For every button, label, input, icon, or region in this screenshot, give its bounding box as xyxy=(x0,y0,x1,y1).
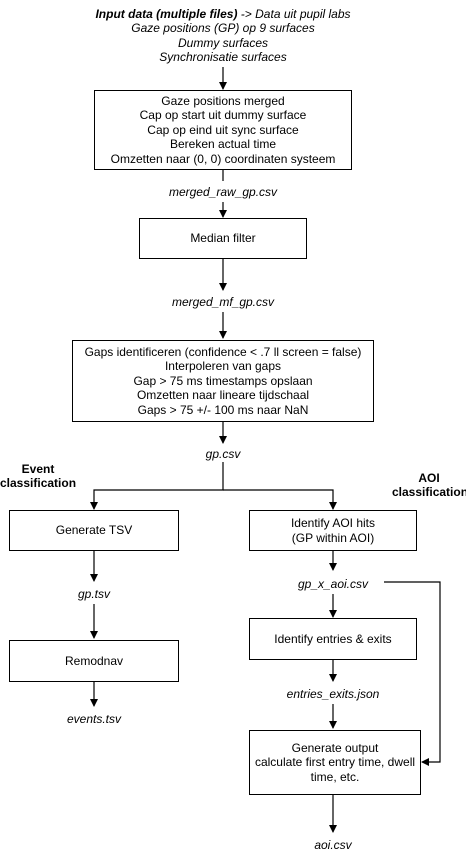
header-line-1: Input data (multiple files) -> Data uit … xyxy=(60,7,386,22)
gaps-line-4: Omzetten naar lineare tijdschaal xyxy=(136,388,310,403)
merge-line-5: Omzetten naar (0, 0) coordinaten systeem xyxy=(110,151,336,166)
process-identify-aoi-hits: Identify AOI hits (GP within AOI) xyxy=(249,510,417,551)
section-event-classification: Event classification xyxy=(0,462,76,490)
remodnav-label: Remodnav xyxy=(64,653,124,668)
section-event-line-1: Event xyxy=(21,462,55,476)
generate-tsv-label: Generate TSV xyxy=(55,523,133,538)
output-line-2: calculate first entry time, dwell xyxy=(254,755,416,770)
file-aoi-csv: aoi.csv xyxy=(314,838,352,852)
header-line-4: Synchronisatie surfaces xyxy=(159,50,287,64)
process-merge-box: Gaze positions merged Cap op start uit d… xyxy=(94,90,352,170)
process-generate-output: Generate output calculate first entry ti… xyxy=(249,730,421,795)
aoi-hits-line-1: Identify AOI hits xyxy=(290,516,376,530)
section-aoi-classification: AOI classification xyxy=(392,471,466,499)
edge-gpcsv-split xyxy=(90,462,224,510)
output-line-3: time, etc. xyxy=(310,769,360,784)
entries-exits-label: Identify entries & exits xyxy=(274,631,392,646)
gaps-line-3: Gap > 75 ms timestamps opslaan xyxy=(133,373,313,388)
file-gp-tsv: gp.tsv xyxy=(77,587,110,601)
edge-gpxaoi-bypass-to-output xyxy=(384,581,441,766)
gaps-line-1: Gaps identificeren (confidence < .7 ll s… xyxy=(84,344,362,359)
file-gp-csv: gp.csv xyxy=(205,447,241,461)
header-line-3: Dummy surfaces xyxy=(177,36,269,50)
header-input-label: Input data (multiple files) xyxy=(95,7,238,21)
file-gp-x-aoi: gp_x_aoi.csv xyxy=(297,577,369,591)
gaps-line-2: Interpoleren van gaps xyxy=(164,359,282,374)
file-merged-mf-gp: merged_mf_gp.csv xyxy=(171,295,275,309)
edge-gpcsv-split-right xyxy=(223,489,337,510)
header-line-2: Gaze positions (GP) op 9 surfaces xyxy=(131,21,315,35)
file-entries-exits-json: entries_exits.json xyxy=(286,687,380,701)
process-generate-tsv: Generate TSV xyxy=(9,510,179,551)
header-input-source: -> Data uit pupil labs xyxy=(237,7,351,21)
median-filter-label: Median filter xyxy=(190,231,256,246)
aoi-hits-line-2: (GP within AOI) xyxy=(291,530,375,545)
merge-line-3: Cap op eind uit sync surface xyxy=(147,122,299,137)
file-events-tsv: events.tsv xyxy=(66,712,122,726)
section-aoi-line-2: classification xyxy=(392,485,466,499)
section-event-line-2: classification xyxy=(0,476,77,490)
output-line-1: Generate output xyxy=(291,740,379,755)
process-remodnav: Remodnav xyxy=(9,640,179,682)
merge-line-4: Bereken actual time xyxy=(169,137,277,152)
section-aoi-line-1: AOI xyxy=(418,471,440,485)
file-merged-raw-gp: merged_raw_gp.csv xyxy=(168,185,278,199)
merge-line-2: Cap op start uit dummy surface xyxy=(139,108,307,123)
process-median-filter: Median filter xyxy=(139,218,307,259)
process-gaps-box: Gaps identificeren (confidence < .7 ll s… xyxy=(72,340,374,422)
process-identify-entries-exits: Identify entries & exits xyxy=(249,618,417,660)
merge-line-1: Gaze positions merged xyxy=(161,93,285,108)
gaps-line-5: Gaps > 75 +/- 100 ms naar NaN xyxy=(137,402,309,417)
